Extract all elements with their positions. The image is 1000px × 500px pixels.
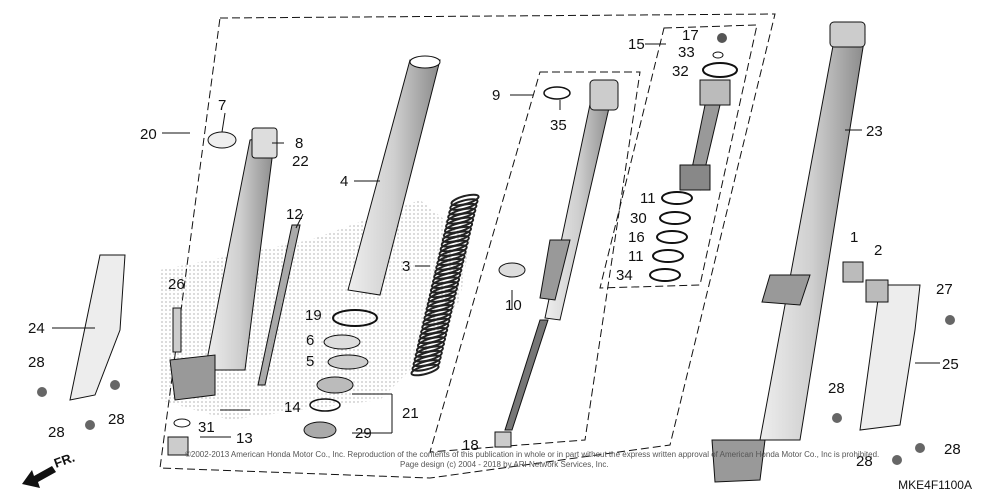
callout-27: 27 xyxy=(936,281,953,298)
ring-10 xyxy=(498,262,526,278)
axle-bolt xyxy=(167,418,191,456)
page-design-text: Page design (c) 2004 - 2018 by ARI Netwo… xyxy=(400,460,609,469)
callout-8: 8 xyxy=(295,135,303,152)
callout-15: 15 xyxy=(628,36,645,53)
bracket-1 xyxy=(842,261,864,283)
callout-16: 16 xyxy=(628,229,645,246)
callout-6: 6 xyxy=(306,332,314,349)
callout-29: 29 xyxy=(355,425,372,442)
callout-20: 20 xyxy=(140,126,157,143)
spring-coil xyxy=(411,359,441,372)
pinch-bolt xyxy=(172,307,182,353)
callout-5: 5 xyxy=(306,353,314,370)
callout-35: 35 xyxy=(550,117,567,134)
callout-4: 4 xyxy=(340,173,348,190)
callout-28b: 28 xyxy=(108,411,125,428)
diagram-code: MKE4F1100A xyxy=(898,478,972,492)
callout-26: 26 xyxy=(168,276,185,293)
leader-lines xyxy=(52,43,940,438)
callout-18: 18 xyxy=(462,437,479,454)
callout-33: 33 xyxy=(678,44,695,61)
callout-11b: 11 xyxy=(628,248,644,265)
ring-35 xyxy=(543,86,571,100)
callout-13: 13 xyxy=(236,430,253,447)
seal-21 xyxy=(316,376,354,394)
callout-22: 22 xyxy=(292,153,309,170)
seal-29 xyxy=(303,421,337,439)
callout-23: 23 xyxy=(866,123,883,140)
callout-17: 17 xyxy=(682,27,699,44)
group-frame-15 xyxy=(599,24,758,289)
callout-32: 32 xyxy=(672,63,689,80)
clip-14 xyxy=(309,398,341,412)
copyright-text: ©2002-2013 American Honda Motor Co., Inc… xyxy=(185,450,880,459)
callout-21: 21 xyxy=(402,405,419,422)
callout-11a: 11 xyxy=(640,190,656,207)
right-fork-guard xyxy=(859,284,921,431)
callout-31: 31 xyxy=(198,419,215,436)
group-frame-20 xyxy=(159,13,776,479)
seal-5 xyxy=(327,354,369,370)
callout-10: 10 xyxy=(505,297,522,314)
callout-7: 7 xyxy=(218,97,226,114)
seal-19 xyxy=(332,309,378,327)
seal-6 xyxy=(323,334,361,350)
left-fork-guard xyxy=(69,254,126,401)
callout-30: 30 xyxy=(630,210,647,227)
callout-28c: 28 xyxy=(48,424,65,441)
callout-24: 24 xyxy=(28,320,45,337)
valve-shims xyxy=(649,191,693,282)
callout-28d: 28 xyxy=(828,380,845,397)
callout-12: 12 xyxy=(286,206,303,223)
inner-tube xyxy=(347,55,441,296)
front-label: FR. xyxy=(52,450,77,471)
bracket-2 xyxy=(865,279,889,303)
damper-cartridge xyxy=(494,79,619,448)
right-fork-assembly xyxy=(711,21,866,483)
callout-14: 14 xyxy=(284,399,301,416)
callout-28e: 28 xyxy=(944,441,961,458)
group-frame-9 xyxy=(429,71,641,453)
callout-19: 19 xyxy=(305,307,322,324)
callout-28a: 28 xyxy=(28,354,45,371)
front-direction-indicator: FR. xyxy=(20,448,90,488)
guard-bolts xyxy=(37,315,955,465)
callout-25: 25 xyxy=(942,356,959,373)
front-arrow-icon: FR. xyxy=(22,450,77,488)
left-outer-tube xyxy=(169,127,278,401)
ring-7 xyxy=(207,131,237,149)
base-valve xyxy=(679,33,738,191)
callout-2: 2 xyxy=(874,242,882,259)
callout-3: 3 xyxy=(402,258,410,275)
spring-coil xyxy=(410,363,440,377)
callout-9: 9 xyxy=(492,87,500,104)
callout-28f: 28 xyxy=(856,453,873,470)
callout-34: 34 xyxy=(616,267,633,284)
callout-1: 1 xyxy=(850,229,858,246)
fork-spring xyxy=(410,193,480,377)
